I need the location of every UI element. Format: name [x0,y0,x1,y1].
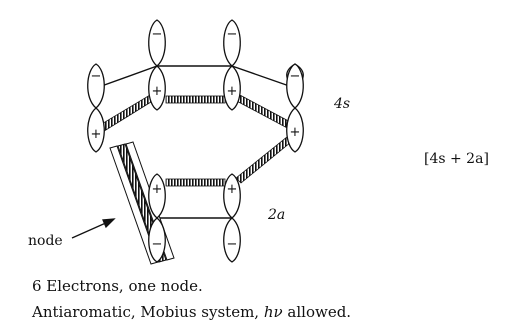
orbital-lobe-bottom-right-lower [223,217,241,263]
sign-inner-left-lower: + [152,84,163,99]
sign-inner-left-upper: − [152,27,163,42]
sign-top-right-upper: − [290,69,301,84]
overlap-band-top [165,95,226,104]
sign-top-right-lower: + [290,125,301,140]
overlap-band-bottom [165,178,226,187]
sign-inner-right-lower: + [227,84,238,99]
caption-line-2-prefix: Antiaromatic, Mobius system, [32,303,260,321]
sign-bottom-left-upper: + [152,182,163,197]
label-node: node [28,233,63,249]
sign-top-left-lower: + [91,127,102,142]
caption-line-2-suffix: allowed. [287,303,352,321]
p-orbitals [87,19,304,263]
label-4s: 4s [333,96,350,112]
label-combination: [4s + 2a] [424,151,489,167]
sign-bottom-left-lower: − [152,237,163,252]
lobe-signs: − + − + − + − + + − + − [91,27,301,252]
caption-hv: hν [263,303,283,321]
sign-bottom-right-upper: + [227,182,238,197]
sign-top-left-upper: − [91,69,102,84]
sign-inner-right-upper: − [227,27,238,42]
label-2a: 2a [267,207,285,223]
orbital-lobe-bottom-left-upper [148,173,166,219]
sign-bottom-right-lower: − [227,237,238,252]
orbital-lobe-inner-right-upper [223,19,241,67]
orbital-lobe-bottom-right-upper [223,173,241,219]
orbital-lobe-top-right-lower [286,107,304,153]
orbital-lobe-inner-left-upper [148,19,166,67]
orbital-lobe-inner-right-lower [223,65,241,111]
overlap-band-right-bottom [235,132,297,184]
orbital-lobe-bottom-left-lower [148,217,166,263]
caption-line-2: Antiaromatic, Mobius system, hν allowed. [32,303,351,321]
node-arrow [71,218,116,239]
orbital-lobe-top-left-lower [87,107,105,153]
orbital-lobe-top-left-upper [87,63,105,109]
sigma-bonds [95,65,296,219]
caption-line-1: 6 Electrons, one node. [32,277,203,295]
orbital-lobe-inner-left-lower [148,65,166,111]
